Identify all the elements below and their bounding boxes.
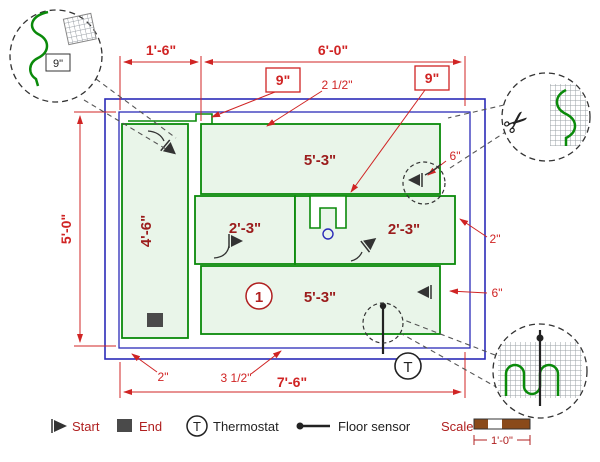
dim-top-left-label: 1'-6" xyxy=(146,42,176,58)
mat-bottom xyxy=(200,265,441,335)
legend-start-icon xyxy=(51,419,67,433)
right-upper-label: 6" xyxy=(450,149,461,163)
callout-leader xyxy=(447,104,505,119)
floor-sensor-dot xyxy=(379,302,387,310)
zone-number-circle xyxy=(245,282,273,310)
callout-leader xyxy=(95,78,177,139)
callout-leader xyxy=(401,333,499,389)
legend-scale-label: Scale xyxy=(441,419,474,434)
mat-mid-left-label: 2'-3" xyxy=(229,220,261,237)
cable-tail-2 xyxy=(424,163,442,176)
bottom-left-gap-label: 2" xyxy=(158,370,169,384)
callout-sensor-content xyxy=(498,330,582,406)
callout-leader xyxy=(403,319,496,356)
mat-bottom-label: 5'-3" xyxy=(304,289,336,306)
legend-end-icon xyxy=(117,419,132,432)
fixture-width-box xyxy=(414,65,450,91)
detail-callout-entry: 9" xyxy=(9,9,177,150)
cable-tail-4 xyxy=(350,251,363,262)
dim-left-label: 5'-0" xyxy=(58,214,74,244)
mat-labels: 5'-3" 2'-3" 2'-3" 5'-3" 4'-6" xyxy=(138,152,420,306)
legend-floor-sensor-dot xyxy=(296,422,304,430)
detail-ring-start xyxy=(402,161,446,205)
end-icon xyxy=(147,313,163,327)
start-icon xyxy=(228,234,243,248)
leader-bottom-left-gap xyxy=(131,353,158,373)
leader-right-lower xyxy=(449,288,488,295)
callout-leader xyxy=(83,99,167,150)
leader-right-gap xyxy=(459,218,488,238)
mesh-square xyxy=(62,12,97,46)
plan-symbols: 1 T xyxy=(147,130,446,380)
start-icon xyxy=(408,173,423,187)
entry-width-label: 9" xyxy=(276,72,290,88)
mat-left-label: 4'-6" xyxy=(138,215,155,247)
legend: Start End T Thermostat Floor sensor Scal… xyxy=(51,415,531,447)
entry-detail-box xyxy=(45,53,71,72)
heating-cable-detail xyxy=(555,88,577,146)
fixture-width-label: 9" xyxy=(425,70,439,86)
detail-callout-sensor xyxy=(401,319,588,419)
entry-detail-label: 9" xyxy=(53,58,63,70)
mat-left xyxy=(121,123,189,339)
scale-length-label: 1'-0" xyxy=(491,435,513,447)
start-icon xyxy=(360,237,377,253)
dimension-extension-lines xyxy=(74,56,466,398)
scale-bar: 1'-0" xyxy=(473,418,531,447)
callout-entry-content xyxy=(29,10,49,87)
leader-top-gap xyxy=(266,90,323,127)
floor-sensor-dot-detail xyxy=(536,334,544,342)
bottom-gap-label: 3 1/2" xyxy=(221,371,252,385)
fixture-cutout xyxy=(309,195,347,229)
legend-thermostat-symbol: T xyxy=(193,419,201,434)
leader-fixture-width xyxy=(350,89,426,193)
cable-tail-1 xyxy=(147,130,165,142)
zone-number-label: 1 xyxy=(255,289,263,306)
legend-start-label: Start xyxy=(72,419,100,434)
right-lower-label: 6" xyxy=(492,286,503,300)
heating-cable-detail xyxy=(29,10,49,87)
fixture-drain-icon xyxy=(322,228,334,240)
top-gap-label: 2 1/2" xyxy=(322,78,353,92)
dim-top-label: 6'-0" xyxy=(318,42,348,58)
legend-end-label: End xyxy=(139,419,162,434)
room-inner-wall xyxy=(118,111,471,349)
leader-bottom-gap xyxy=(250,350,282,375)
legend-thermostat-label: Thermostat xyxy=(213,419,279,434)
mat-top xyxy=(200,123,441,195)
dim-bottom-label: 7'-6" xyxy=(277,374,307,390)
mat-mid-right-label: 2'-3" xyxy=(388,221,420,238)
legend-thermostat-icon xyxy=(186,415,208,437)
dimension-labels: 1'-6" 6'-0" 5'-0" 7'-6" xyxy=(58,42,348,390)
legend-floor-sensor-label: Floor sensor xyxy=(338,419,411,434)
offset-callouts: 9" 9" 2 1/2" 6" 2" 6" 2" 3 1/2" xyxy=(131,65,503,385)
callout-cut-content xyxy=(550,84,588,146)
detail-callout-cut: ✂ xyxy=(446,72,591,171)
callout-leader xyxy=(446,130,508,171)
leader-entry-width xyxy=(211,91,276,118)
start-icon xyxy=(160,139,176,155)
right-gap-label: 2" xyxy=(490,232,501,246)
heating-mats xyxy=(121,113,456,339)
heating-cable-detail xyxy=(504,363,560,396)
entry-width-box xyxy=(265,67,301,93)
thermostat-symbol-label: T xyxy=(403,359,412,376)
dimensions xyxy=(74,56,466,398)
thermostat-symbol xyxy=(394,352,422,380)
mat-top-label: 5'-3" xyxy=(304,152,336,169)
detail-ring-sensor xyxy=(362,302,404,344)
start-icon xyxy=(417,285,432,299)
mat-mid-left xyxy=(194,195,296,265)
